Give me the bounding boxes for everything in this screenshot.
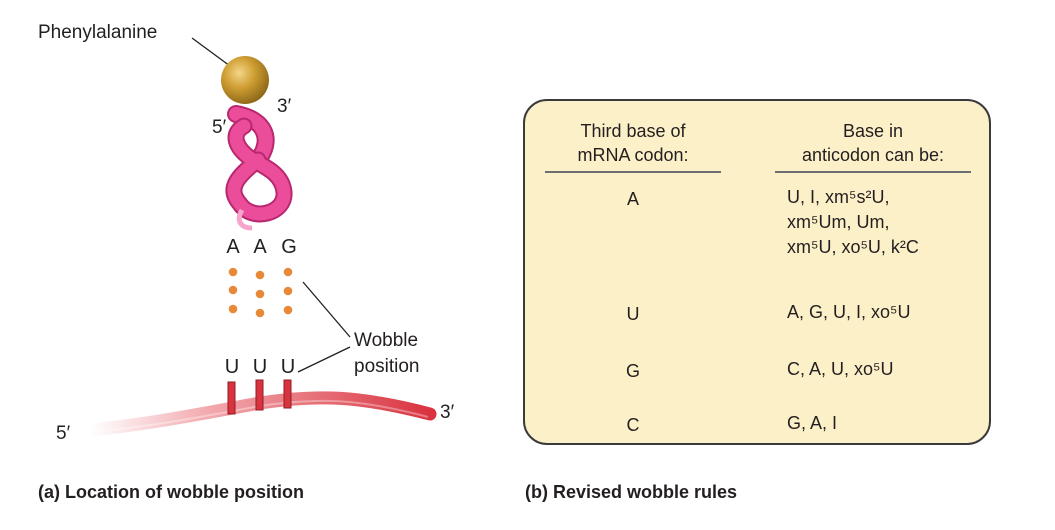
anticodon-base-1: A — [226, 236, 240, 258]
row-a-third-base: A — [626, 189, 639, 209]
col1-header-line1: Third base of — [580, 121, 686, 141]
anticodon-base-3: G — [281, 236, 297, 258]
col2-header-rule — [775, 171, 971, 173]
trna-5-prime-label: 5′ — [212, 117, 227, 138]
wobble-leader-bottom — [297, 346, 351, 373]
mrna-3-prime-label: 3′ — [440, 402, 455, 423]
col1-header-line2: mRNA codon: — [577, 145, 689, 165]
anticodon-base-2: A — [253, 236, 267, 258]
codon-base-stems — [227, 379, 292, 415]
wobble-rules-panel: Third base of mRNA codon: Base in antico… — [523, 99, 991, 445]
hydrogen-bond-dots — [228, 267, 293, 318]
codon-base-1: U — [224, 356, 240, 378]
row-a-anticodon-line3: xm⁵U, xo⁵U, k²C — [787, 237, 919, 257]
row-a-anticodon-line1: U, I, xm⁵s²U, — [787, 187, 890, 207]
col1-header-rule — [545, 171, 721, 173]
row-u-third-base: U — [626, 304, 640, 324]
wobble-label-line1: Wobble — [354, 330, 419, 351]
row-u-anticodon-line1: A, G, U, I, xo⁵U — [787, 302, 911, 322]
wobble-position-diagram — [83, 37, 437, 437]
trna-ribbon — [225, 105, 293, 231]
codon-base-3: U — [280, 356, 296, 378]
row-c-anticodon: G, A, I — [787, 411, 837, 436]
row-g-anticodon: C, A, U, xo⁵U — [787, 357, 894, 382]
amino-acid-label: Phenylalanine — [38, 22, 158, 43]
row-a-anticodon-line2: xm⁵Um, Um, — [787, 212, 890, 232]
wobble-leader-top — [302, 281, 351, 338]
row-c-anticodon-line1: G, A, I — [787, 413, 838, 433]
panel-a-caption: (a) Location of wobble position — [38, 482, 304, 502]
mrna-5-prime-label: 5′ — [56, 423, 71, 444]
row-g-third-base: G — [625, 361, 640, 381]
panel-b-caption: (b) Revised wobble rules — [525, 482, 738, 502]
row-a-anticodon: U, I, xm⁵s²U, xm⁵Um, Um, xm⁵U, xo⁵U, k²C — [787, 185, 919, 260]
row-c-third-base: C — [626, 415, 640, 435]
col2-header-line2: anticodon can be: — [801, 145, 945, 165]
amino-acid-leader-line — [191, 37, 231, 67]
col2-header-line1: Base in — [842, 121, 904, 141]
col2-header: Base in anticodon can be: — [775, 119, 971, 167]
row-u-anticodon: A, G, U, I, xo⁵U — [787, 300, 911, 325]
phenylalanine-ball — [221, 56, 269, 104]
codon-base-2: U — [252, 356, 268, 378]
row-g-anticodon-line1: C, A, U, xo⁵U — [787, 359, 894, 379]
col1-header: Third base of mRNA codon: — [543, 119, 723, 167]
trna-3-prime-label: 3′ — [277, 96, 292, 117]
wobble-label-line2: position — [354, 356, 420, 377]
